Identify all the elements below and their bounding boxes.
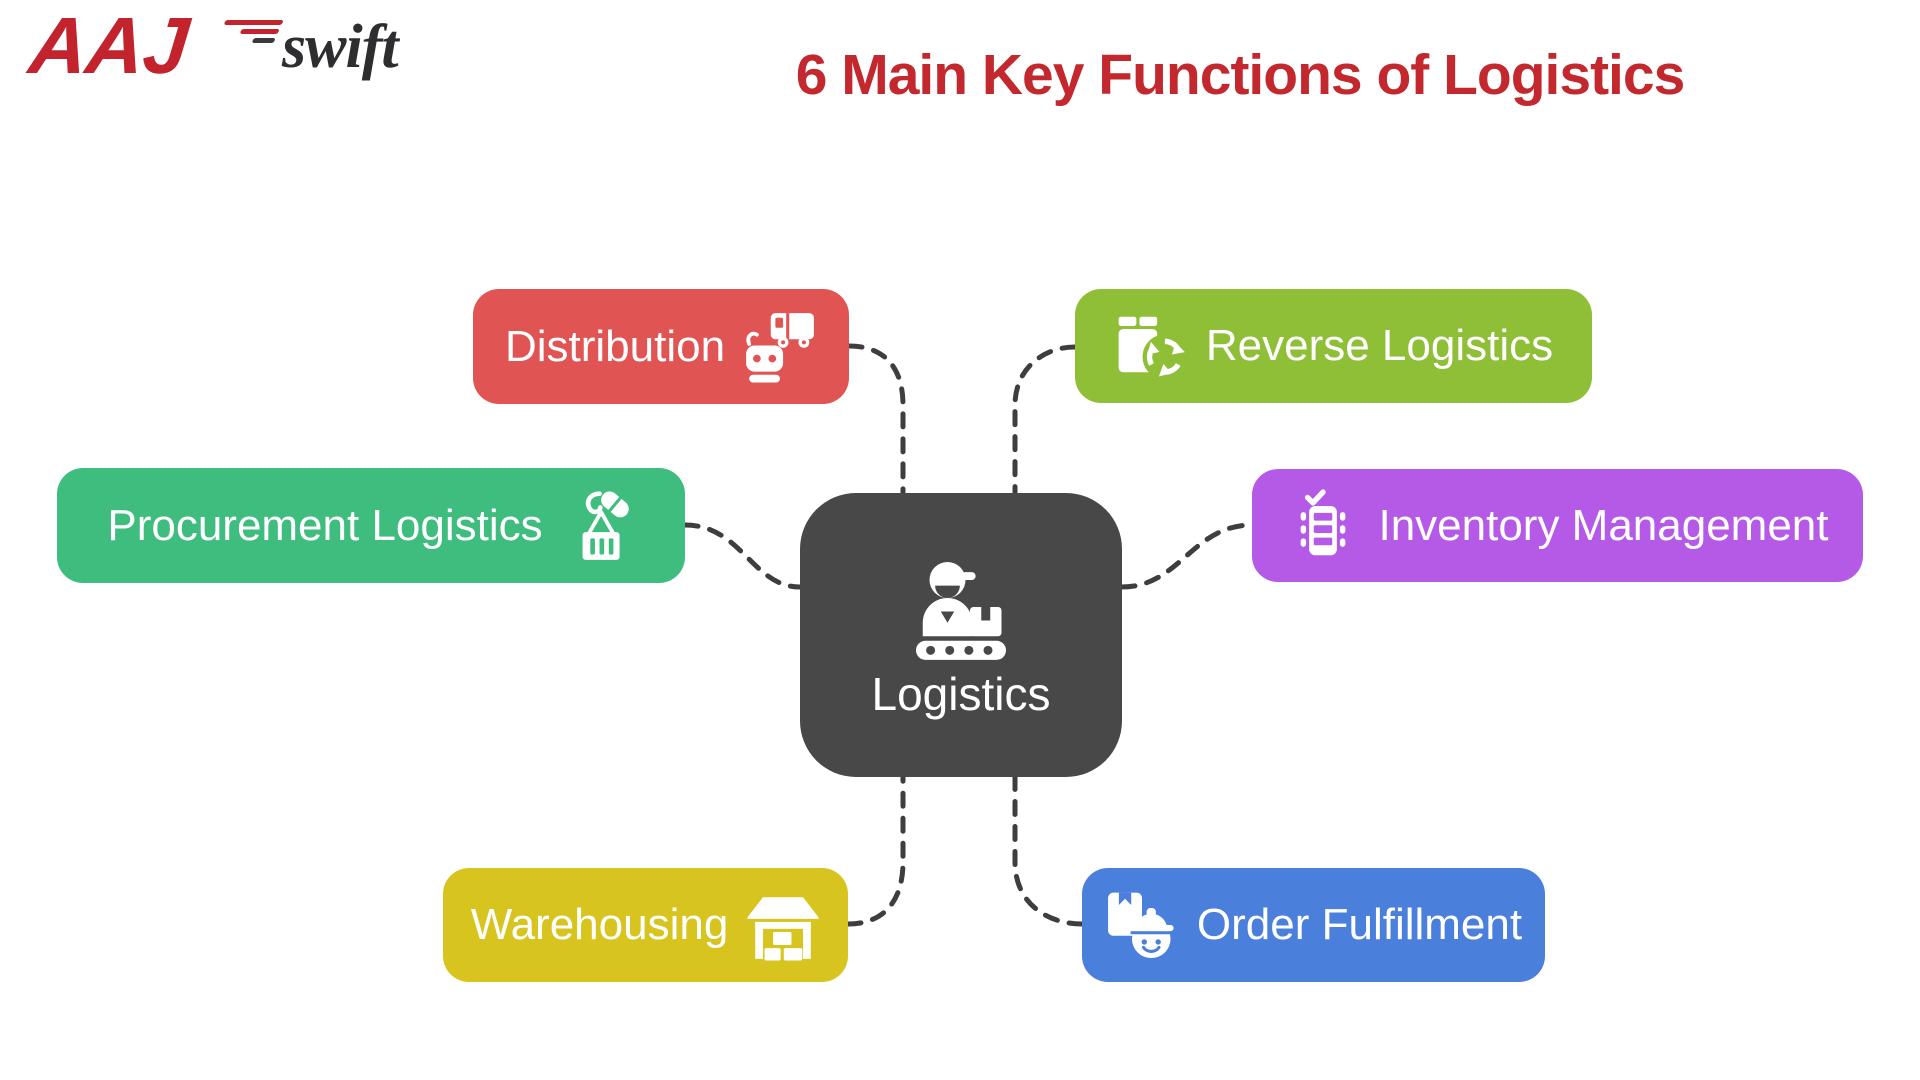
node-reverse-logistics-label: Reverse Logistics: [1205, 321, 1554, 370]
package-recycle-icon: [1118, 316, 1188, 380]
connector-order-fulfillment: [1012, 774, 1085, 927]
node-order-fulfillment: Order Fulfillment: [1082, 868, 1545, 982]
page-title: 6 Main Key Functions of Logistics: [795, 43, 1686, 107]
node-reverse-logistics: Reverse Logistics: [1075, 289, 1592, 403]
node-inventory-management-label: Inventory Management: [1378, 500, 1829, 550]
connector-warehousing: [845, 774, 906, 927]
connector-procurement-logistics: [682, 522, 803, 590]
node-warehousing: Warehousing: [443, 868, 848, 982]
connector-inventory-management: [1119, 522, 1255, 590]
node-order-fulfillment-label: Order Fulfillment: [1196, 900, 1523, 949]
connector-distribution: [846, 343, 906, 496]
delivery-truck-robot-icon: [746, 312, 814, 382]
crane-hook-crate-icon: [582, 490, 629, 560]
connector-reverse-logistics: [1012, 344, 1078, 496]
center-node-label: Logistics: [871, 668, 1051, 720]
node-procurement-logistics-label: Procurement Logistics: [107, 500, 543, 550]
brand-logo: AAJ swift: [25, 1, 398, 92]
node-inventory-management: Inventory Management: [1252, 469, 1863, 582]
node-logistics-center: Logistics: [800, 493, 1122, 777]
warehouse-icon: [747, 897, 819, 961]
inventory-checklist-icon: [1301, 488, 1346, 555]
logo-suffix-text: swift: [282, 13, 399, 81]
node-procurement-logistics: Procurement Logistics: [57, 468, 685, 583]
package-worker-icon: [1107, 892, 1174, 959]
node-distribution: Distribution: [473, 289, 849, 404]
worker-conveyor-icon: [916, 562, 1006, 660]
node-distribution-label: Distribution: [504, 321, 726, 371]
node-warehousing-label: Warehousing: [470, 900, 729, 949]
